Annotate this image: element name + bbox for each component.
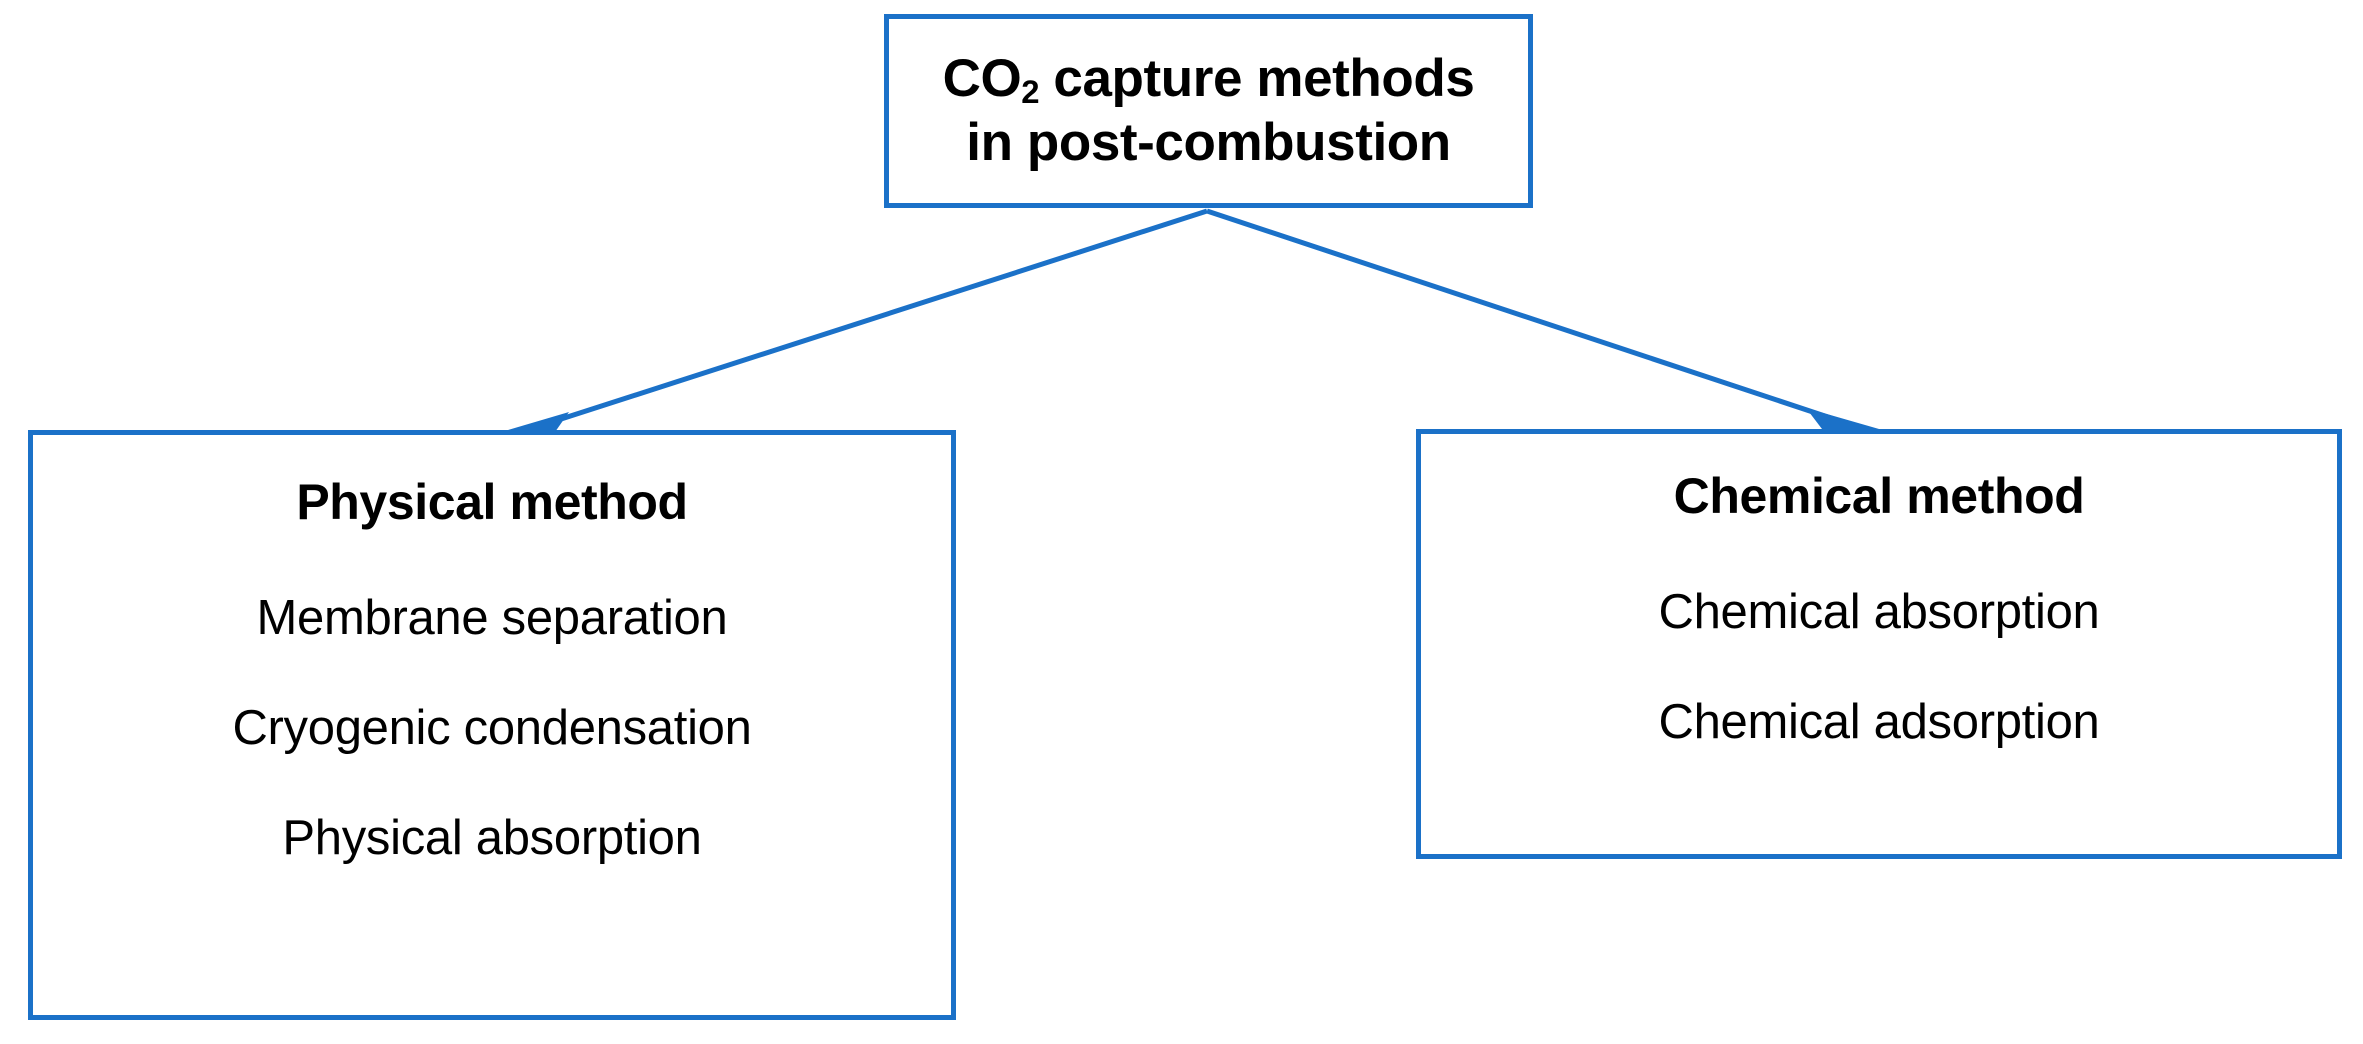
arrow-root-to-chemical: [1206, 208, 1879, 450]
root-title-formula-prefix: CO: [942, 48, 1022, 108]
node-chemical-method[interactable]: Chemical method Chemical absorption Chem…: [1416, 429, 2342, 859]
root-title-subscript: 2: [1021, 72, 1040, 110]
chemical-method-title: Chemical method: [1673, 468, 2085, 524]
arrow-root-to-physical: [498, 208, 1208, 455]
root-title-line2: in post-combustion: [966, 112, 1451, 172]
root-title-line1-rest: capture methods: [1039, 48, 1475, 108]
node-physical-method[interactable]: Physical method Membrane separation Cryo…: [28, 430, 956, 1020]
physical-method-item-membrane-separation: Membrane separation: [256, 591, 728, 645]
physical-method-item-physical-absorption: Physical absorption: [282, 810, 702, 865]
chemical-method-item-chemical-absorption: Chemical absorption: [1658, 585, 2100, 639]
chemical-method-item-chemical-adsorption: Chemical adsorption: [1658, 694, 2100, 749]
physical-method-title: Physical method: [296, 474, 688, 530]
physical-method-item-cryogenic-condensation: Cryogenic condensation: [232, 700, 752, 755]
